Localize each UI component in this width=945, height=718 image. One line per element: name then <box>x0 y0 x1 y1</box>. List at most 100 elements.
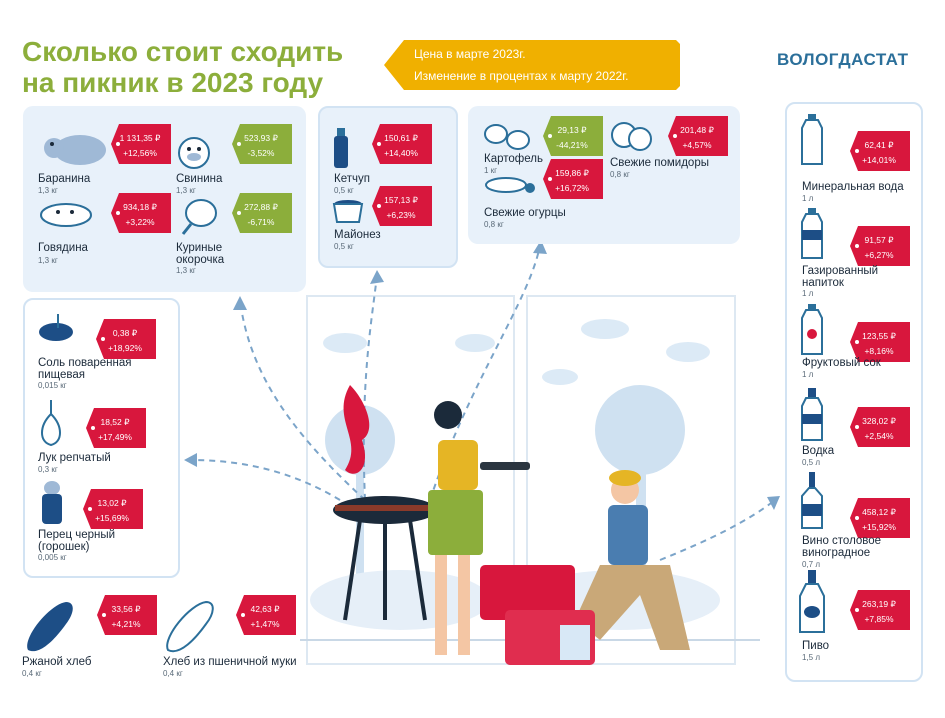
ketchup-price: 150,61 ₽ <box>384 133 418 143</box>
soda-name-line-1: Газированный <box>802 265 879 277</box>
wine-name-line-2: виноградное <box>802 547 871 559</box>
chicken-name-line-1: Куриные <box>176 242 223 254</box>
wheat-bread-price: 42,63 ₽ <box>250 604 280 614</box>
soda-name: Газированный напиток <box>802 265 878 289</box>
juice-bottle-icon <box>801 304 823 355</box>
chicken-name: Куриные окорочка <box>176 242 224 266</box>
legend-banner: Цена в марте 2023г. Изменение в процента… <box>384 40 680 90</box>
onion-price-tag: 18,52 ₽ +17,49% <box>86 408 146 458</box>
wine-bottle-icon <box>801 472 823 529</box>
beer-change: +7,85% <box>864 614 894 624</box>
water-bottle-icon <box>801 114 823 165</box>
water-change: +14,01% <box>862 155 896 165</box>
beef-name: Говядина <box>38 242 88 254</box>
water-price: 62,41 ₽ <box>864 140 894 150</box>
potato-name: Картофель <box>484 153 543 165</box>
pork-qty: 1,3 кг <box>176 186 196 195</box>
title-line-2: на пикник в 2023 году <box>22 67 324 98</box>
vodka-name: Водка <box>802 445 835 457</box>
wine-qty: 0,7 л <box>802 560 821 569</box>
cucumber-change: +16,72% <box>555 183 589 193</box>
ketchup-icon <box>334 128 348 168</box>
pepper-icon <box>42 481 62 524</box>
rye-bread-price-tag: 33,56 ₽ +4,21% <box>97 595 157 645</box>
chicken-qty: 1,3 кг <box>176 266 196 275</box>
pork-price-tag: 523,93 ₽ -3,52% <box>232 124 292 174</box>
wine-price-tag: 458,12 ₽ +15,92% <box>850 498 910 548</box>
salt-change: +18,92% <box>108 343 142 353</box>
soda-price: 91,57 ₽ <box>864 235 894 245</box>
mayonnaise-qty: 0,5 кг <box>334 242 354 251</box>
vodka-change: +2,54% <box>864 431 894 441</box>
wine-price: 458,12 ₽ <box>862 507 896 517</box>
lamb-name: Баранина <box>38 173 91 185</box>
wheat-bread-price-tag: 42,63 ₽ +1,47% <box>236 595 296 645</box>
pork-price: 523,93 ₽ <box>244 133 278 143</box>
tomato-icon <box>611 122 652 151</box>
juice-price: 123,55 ₽ <box>862 331 896 341</box>
pepper-name-line-2: (горошек) <box>38 541 90 553</box>
pepper-name: Перец черный (горошек) <box>38 529 115 553</box>
beer-price-tag: 263,19 ₽ +7,85% <box>850 590 910 640</box>
pig-icon <box>178 137 210 169</box>
juice-change: +8,16% <box>864 346 894 356</box>
legend-change-label: Изменение в процентах к марту 2022г. <box>414 69 629 83</box>
vodka-price: 328,02 ₽ <box>862 416 896 426</box>
ketchup-price-tag: 150,61 ₽ +14,40% <box>372 124 432 174</box>
potato-change: -44,21% <box>556 140 588 150</box>
cow-icon <box>40 203 92 227</box>
ketchup-change: +14,40% <box>384 148 418 158</box>
beer-bottle-icon <box>799 570 825 633</box>
water-price-tag: 62,41 ₽ +14,01% <box>850 131 910 181</box>
vodka-price-tag: 328,02 ₽ +2,54% <box>850 407 910 457</box>
tomato-price-tag: 201,48 ₽ +4,57% <box>668 116 728 166</box>
water-qty: 1 л <box>802 194 814 203</box>
rye-bread-change: +4,21% <box>111 619 141 629</box>
pork-change: -3,52% <box>247 148 275 158</box>
beef-qty: 1,3 кг <box>38 256 58 265</box>
ketchup-qty: 0,5 кг <box>334 186 354 195</box>
beef-price: 934,18 ₽ <box>123 202 157 212</box>
mayonnaise-change: +6,23% <box>386 210 416 220</box>
wine-name-line-1: Вино столовое <box>802 535 882 547</box>
salt-price-tag: 0,38 ₽ +18,92% <box>96 319 156 369</box>
chicken-price-tag: 272,88 ₽ -6,71% <box>232 193 292 243</box>
soda-change: +6,27% <box>864 250 894 260</box>
lamb-price-tag: 1 131,35 ₽ +12,56% <box>111 124 171 174</box>
potato-price: 29,13 ₽ <box>557 125 587 135</box>
onion-icon <box>41 400 61 447</box>
lamb-price: 1 131,35 ₽ <box>119 133 161 143</box>
soda-price-tag: 91,57 ₽ +6,27% <box>850 226 910 276</box>
wheat-bread-name: Хлеб из пшеничной муки <box>163 656 297 668</box>
juice-price-tag: 123,55 ₽ +8,16% <box>850 322 910 372</box>
vodka-qty: 0,5 л <box>802 458 821 467</box>
wheat-bread-icon <box>166 600 214 653</box>
salt-qty: 0,015 кг <box>38 381 67 390</box>
title-line-1: Сколько стоит сходить <box>22 36 344 67</box>
legend-price-label: Цена в марте 2023г. <box>414 47 526 61</box>
potato-icon <box>484 124 530 150</box>
pepper-qty: 0,005 кг <box>38 553 67 562</box>
tomato-change: +4,57% <box>682 140 712 150</box>
wheat-bread-change: +1,47% <box>250 619 280 629</box>
rye-bread-qty: 0,4 кг <box>22 669 42 678</box>
lamb-change: +12,56% <box>123 148 157 158</box>
rye-bread-icon <box>27 602 73 652</box>
cucumber-price-tag: 159,86 ₽ +16,72% <box>543 159 603 209</box>
pepper-price: 13,02 ₽ <box>97 498 127 508</box>
onion-name: Лук репчатый <box>38 452 111 464</box>
rye-bread-name: Ржаной хлеб <box>22 656 92 668</box>
soda-qty: 1 л <box>802 289 814 298</box>
chicken-leg-icon <box>181 199 217 235</box>
mayonnaise-icon <box>332 200 364 223</box>
mayonnaise-price: 157,13 ₽ <box>384 195 418 205</box>
tomato-name: Свежие помидоры <box>610 157 709 169</box>
soda-name-line-2: напиток <box>802 277 844 289</box>
mayonnaise-name: Майонез <box>334 229 381 241</box>
beer-price: 263,19 ₽ <box>862 599 896 609</box>
chicken-price: 272,88 ₽ <box>244 202 278 212</box>
soda-bottle-icon <box>801 208 823 259</box>
lamb-icon <box>44 135 106 165</box>
wine-name: Вино столовое виноградное <box>802 535 881 559</box>
pepper-change: +15,69% <box>95 513 129 523</box>
